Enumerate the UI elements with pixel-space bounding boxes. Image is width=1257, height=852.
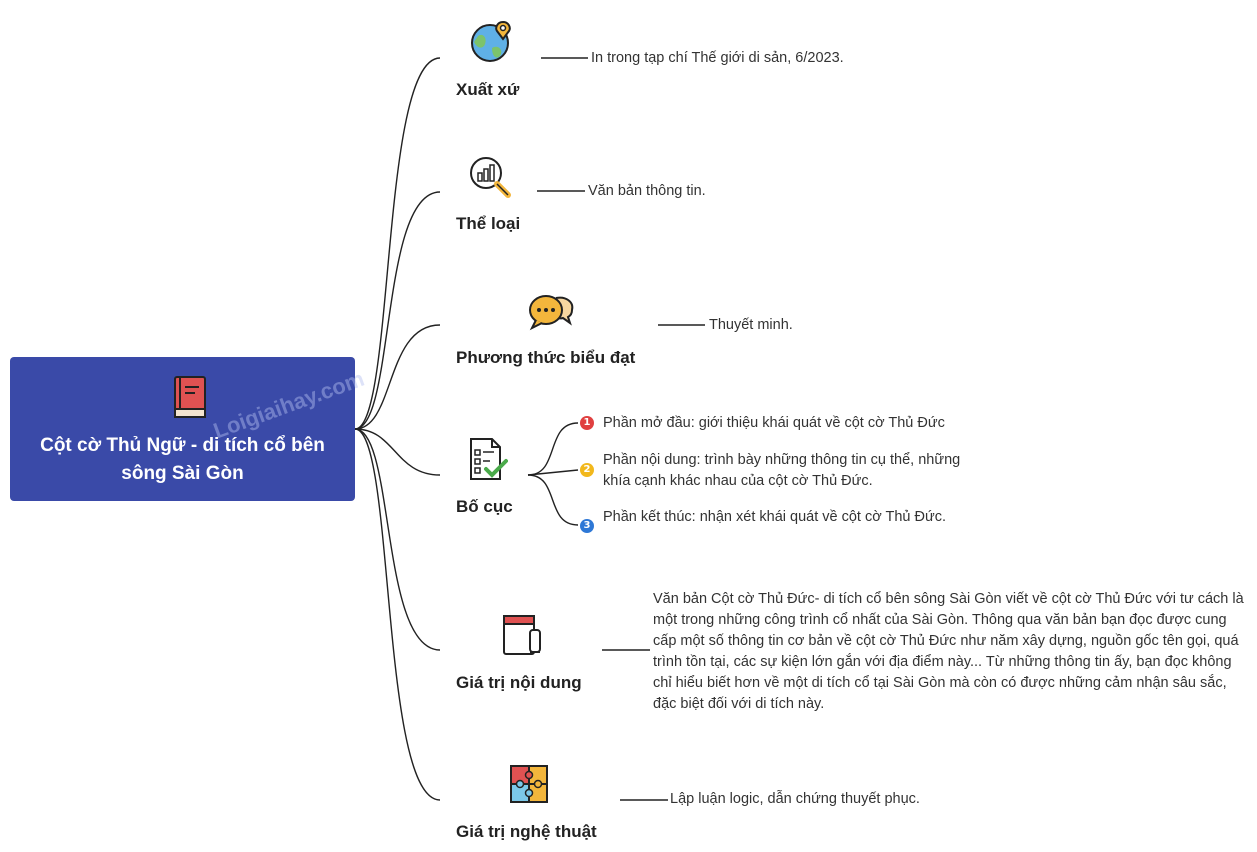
branch-title-phuong-thuc: Phương thức biểu đạt <box>456 348 636 367</box>
connector-bo-cuc <box>354 428 441 476</box>
bo-cuc-number-3: 3 <box>580 519 594 533</box>
detail-gia-tri-nghe-thuat: Lập luận logic, dẫn chứng thuyết phục. <box>670 791 920 807</box>
branch-title-gia-tri-nghe-thuat: Giá trị nghệ thuật <box>456 822 597 841</box>
detail-phuong-thuc: Thuyết minh. <box>709 317 793 333</box>
branch-title-gia-tri-noi-dung: Giá trị nội dung <box>456 673 582 692</box>
notebook-icon <box>503 615 541 655</box>
bo-cuc-number-2: 2 <box>580 463 594 477</box>
book-icon <box>174 376 206 418</box>
fork-item-3 <box>527 474 579 526</box>
root-title: Cột cờ Thủ Ngữ - di tích cổ bên sông Sài… <box>40 435 325 484</box>
connector-the-loai <box>354 191 441 430</box>
puzzle-icon <box>510 765 548 803</box>
branch-title-bo-cuc: Bố cục <box>456 497 513 516</box>
branch-title-the-loai: Thể loại <box>456 214 521 233</box>
magnifier-chart-icon <box>470 157 511 198</box>
speech-bubbles-icon <box>529 295 574 331</box>
branch-title-xuat-xu: Xuất xứ <box>456 80 520 99</box>
fork-item-1 <box>527 422 579 476</box>
connector-gia-tri-nghe-thuat <box>354 428 441 801</box>
bo-cuc-item-1: Phần mở đầu: giới thiệu khái quát về cột… <box>603 415 945 431</box>
bo-cuc-item-3: Phần kết thúc: nhận xét khái quát về cột… <box>603 509 946 525</box>
detail-the-loai: Văn bản thông tin. <box>588 183 706 199</box>
detail-xuat-xu: In trong tạp chí Thế giới di sản, 6/2023… <box>591 50 844 66</box>
globe-pin-icon <box>471 20 511 62</box>
bo-cuc-item-2: Phần nội dung: trình bày những thông tin… <box>603 452 961 489</box>
fork-item-2 <box>527 469 579 476</box>
connector-gia-tri-noi-dung <box>354 428 441 651</box>
connector-phuong-thuc <box>354 324 441 430</box>
connector-xuat-xu <box>354 57 441 430</box>
root-node: Cột cờ Thủ Ngữ - di tích cổ bên sông Sài… <box>10 357 355 501</box>
detail-gia-tri-noi-dung: Văn bản Cột cờ Thủ Đức- di tích cổ bên s… <box>653 591 1244 712</box>
checklist-icon <box>470 438 508 480</box>
bo-cuc-number-1: 1 <box>580 416 594 430</box>
